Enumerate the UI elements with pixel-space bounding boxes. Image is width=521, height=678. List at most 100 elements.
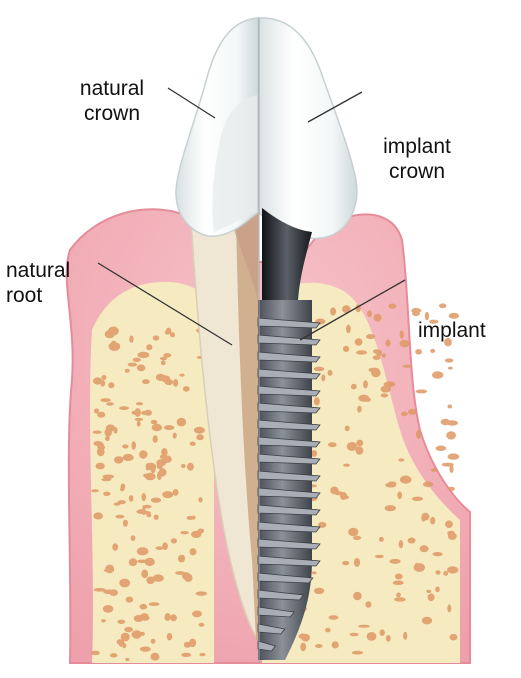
bone-pore: [353, 536, 361, 540]
bone-pore: [447, 420, 458, 425]
bone-pore: [351, 384, 357, 390]
bone-pore: [149, 602, 160, 606]
bone-pore: [408, 409, 417, 415]
label-natural-root: natural root: [6, 258, 96, 308]
bone-pore: [400, 330, 404, 338]
bone-pore: [171, 538, 177, 543]
bone-pore: [315, 644, 323, 648]
bone-pore: [138, 352, 150, 358]
bone-pore: [175, 571, 185, 575]
label-implant-crown-line1: implant: [362, 134, 472, 159]
bone-pore: [161, 448, 167, 457]
bone-pore: [447, 531, 455, 536]
bone-pore: [159, 375, 170, 381]
label-natural-root-line1: natural: [6, 258, 96, 283]
bone-pore: [380, 629, 385, 636]
bone-pore: [325, 628, 331, 633]
bone-pore: [381, 393, 389, 397]
bone-pore: [445, 521, 453, 528]
bone-pore: [371, 369, 381, 378]
bone-pore: [100, 380, 105, 387]
bone-pore: [183, 386, 190, 392]
bone-pore: [363, 397, 371, 402]
bone-pore: [403, 632, 407, 640]
bone-pore: [162, 491, 173, 498]
bone-pore: [416, 430, 421, 439]
bone-pore: [415, 563, 419, 570]
bone-pore: [154, 515, 159, 520]
bone-pore: [119, 406, 129, 410]
bone-pore: [401, 412, 408, 417]
bone-pore: [129, 558, 137, 566]
bone-pore: [436, 446, 447, 452]
bone-pore: [91, 489, 99, 492]
bone-pore: [443, 571, 448, 576]
bone-pore: [314, 367, 325, 372]
bone-pore: [375, 555, 384, 558]
bone-pore: [397, 492, 402, 500]
bone-pore: [366, 334, 375, 339]
bone-pore: [126, 597, 134, 603]
bone-pore: [198, 529, 205, 534]
bone-pore: [108, 382, 114, 388]
bone-pore: [177, 418, 186, 427]
bone-pore: [357, 406, 362, 413]
bone-pore: [314, 397, 320, 405]
bone-pore: [435, 570, 440, 574]
bone-pore: [389, 304, 397, 309]
bone-pore: [416, 389, 428, 393]
bone-pore: [103, 605, 113, 613]
bone-pore: [192, 611, 202, 618]
bone-pore: [426, 590, 431, 593]
bone-pore: [367, 310, 372, 317]
bone-pore: [347, 442, 358, 451]
bone-pore: [343, 464, 350, 467]
bone-pore: [96, 463, 105, 470]
bone-pore: [398, 458, 404, 461]
bone-pore: [120, 488, 125, 492]
label-natural-crown: natural crown: [62, 76, 162, 126]
bone-pore: [125, 369, 130, 373]
bone-pore: [142, 379, 150, 384]
bone-pore: [442, 463, 454, 467]
label-implant: implant: [418, 318, 518, 343]
bone-pore: [140, 604, 148, 610]
bone-pore: [396, 593, 401, 598]
bone-pore: [400, 340, 410, 348]
bone-pore: [187, 463, 194, 471]
bone-pore: [430, 517, 435, 525]
bone-pore: [431, 468, 438, 472]
bone-pore: [167, 633, 172, 641]
bone-pore: [346, 325, 351, 334]
bone-pore: [156, 546, 164, 550]
bone-pore: [373, 349, 380, 354]
bone-pore: [448, 487, 455, 491]
bone-pore: [117, 500, 126, 504]
bone-pore: [101, 619, 106, 622]
bone-pore: [105, 565, 114, 574]
label-natural-crown-line2: crown: [62, 101, 162, 126]
bone-pore: [300, 643, 306, 651]
bone-pore: [190, 442, 196, 446]
bone-pore: [117, 620, 125, 624]
bone-pore: [411, 308, 421, 313]
bone-pore: [162, 542, 168, 550]
bone-pore: [93, 431, 102, 434]
bone-pore: [415, 349, 422, 355]
label-natural-crown-line1: natural: [62, 76, 162, 101]
bone-pore: [198, 497, 202, 502]
bone-pore: [379, 537, 384, 542]
bone-pore: [352, 651, 363, 655]
bone-pore: [137, 547, 149, 555]
bone-pore: [131, 441, 136, 450]
bone-pore: [133, 358, 141, 362]
bone-pore: [151, 653, 160, 661]
bone-pore: [146, 344, 152, 350]
bone-pore: [166, 328, 172, 335]
bone-pore: [354, 558, 360, 567]
bone-pore: [179, 374, 184, 377]
bone-pore: [93, 512, 103, 519]
bone-pore: [123, 520, 128, 527]
bone-pore: [328, 370, 333, 376]
bone-pore: [136, 402, 143, 405]
